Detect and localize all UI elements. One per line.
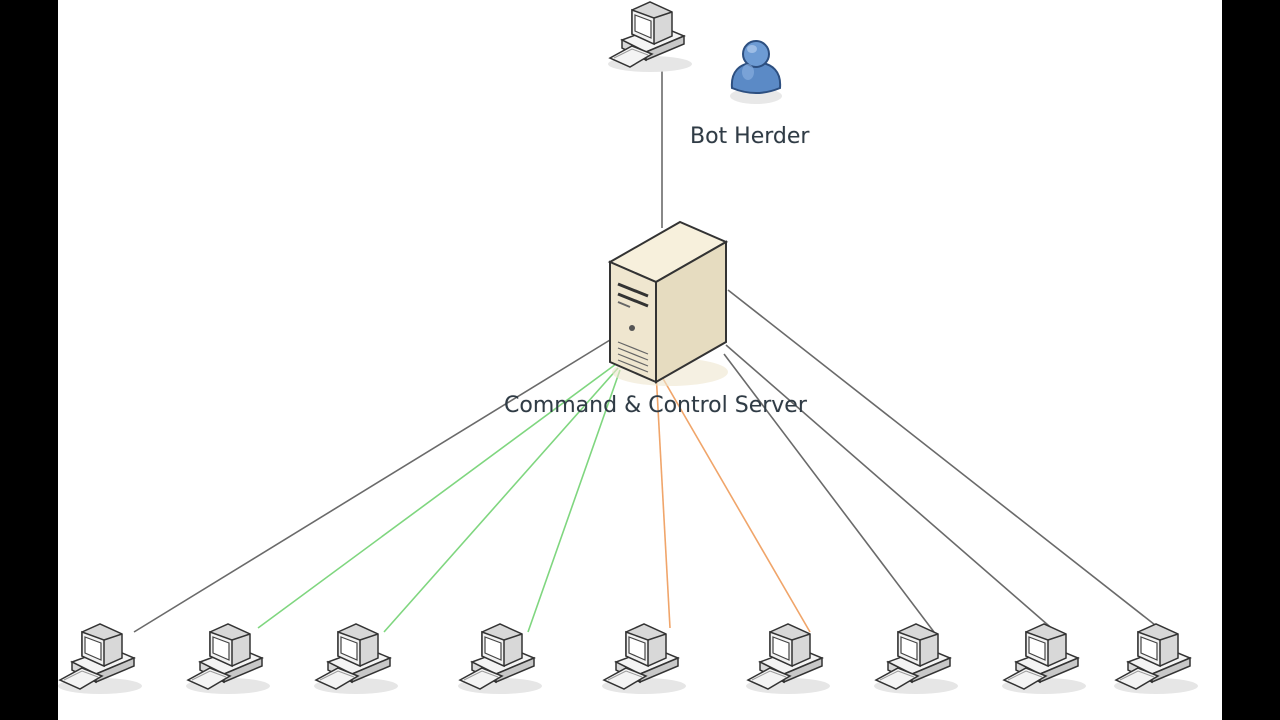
link-command-control-server-to-bot-8 — [725, 344, 1057, 633]
bot-computer-3 — [313, 623, 399, 695]
link-command-control-server-to-bot-7 — [723, 353, 935, 633]
bot-computer-1 — [58, 623, 143, 695]
bot-computer-2 — [185, 623, 271, 695]
link-command-control-server-to-bot-4 — [527, 369, 621, 633]
bot-computer-6 — [745, 623, 831, 695]
link-command-control-server-to-bot-5 — [655, 371, 671, 629]
person-icon — [730, 40, 782, 104]
bot-computer-9 — [1113, 623, 1199, 695]
link-command-control-server-to-bot-9 — [727, 289, 1165, 633]
bot-computer-4 — [457, 623, 543, 695]
bot-computer-5 — [601, 623, 687, 695]
link-command-control-server-to-bot-2 — [257, 363, 617, 629]
botnet-diagram — [58, 1, 1199, 695]
bot-herder-label: Bot Herder — [690, 124, 810, 149]
link-command-control-server-to-bot-1 — [133, 339, 611, 633]
link-command-control-server-to-bot-3 — [383, 367, 619, 633]
link-command-control-server-to-bot-6 — [657, 369, 811, 633]
command-control-server — [607, 220, 729, 386]
connection-lines — [133, 60, 1165, 633]
bot-herder-computer — [607, 1, 693, 73]
bot-computer-8 — [1001, 623, 1087, 695]
bot-computer-7 — [873, 623, 959, 695]
bot-computers — [58, 623, 1199, 695]
diagram-canvas: Bot Herder Command & Control Server — [58, 0, 1222, 720]
server-label: Command & Control Server — [504, 393, 807, 418]
